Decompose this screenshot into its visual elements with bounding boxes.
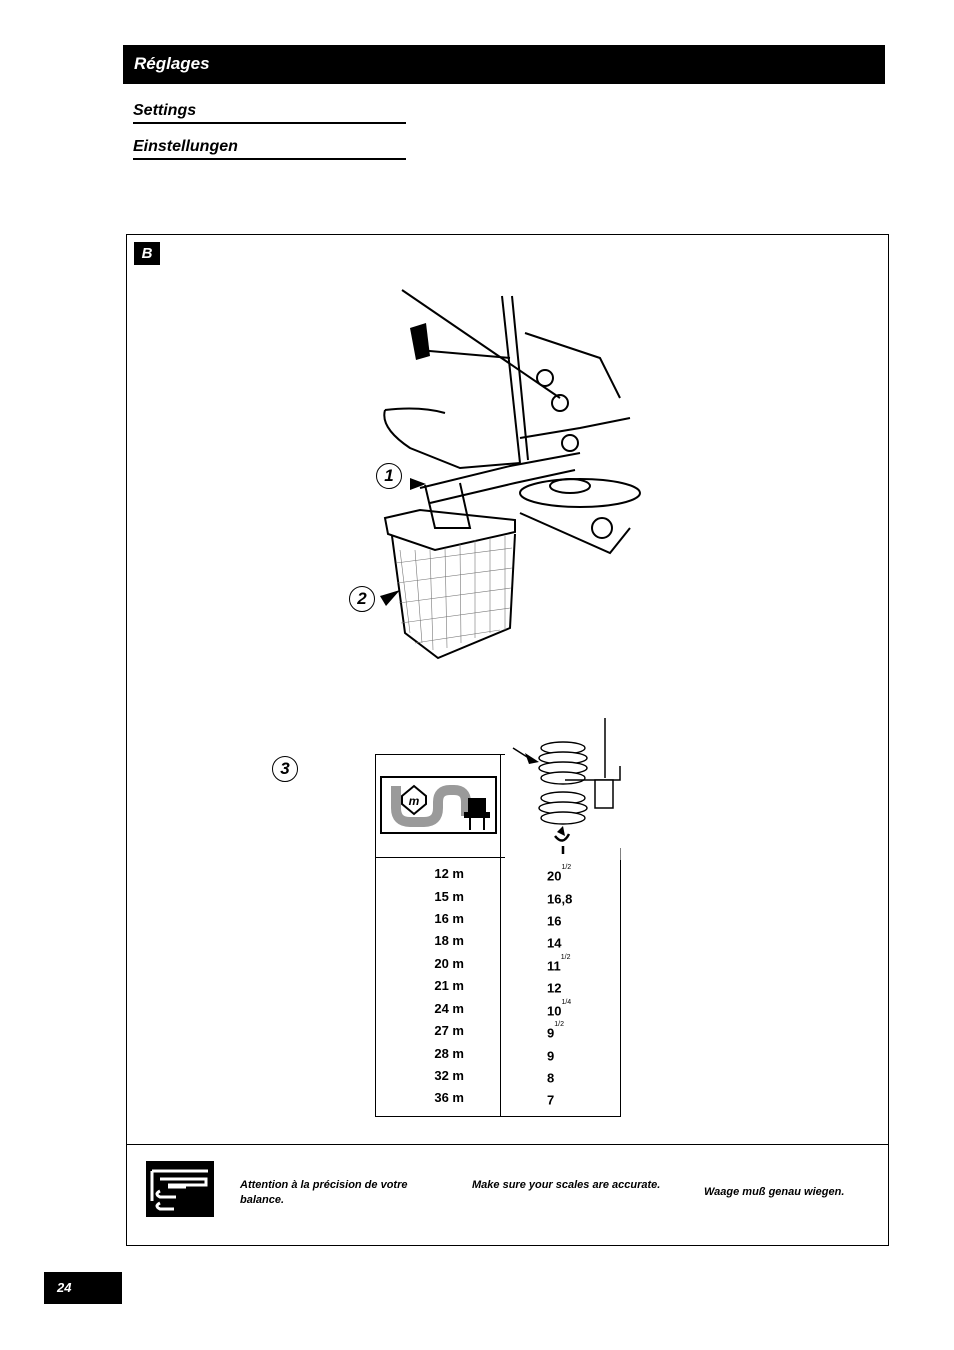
page-number-badge: 24 [44, 1272, 122, 1304]
callout-3: 3 [272, 756, 298, 782]
figure-frame [126, 234, 889, 1246]
section-badge: B [134, 242, 160, 265]
table-row-setting: 12 [547, 980, 562, 996]
table-row-setting: 7 [547, 1092, 555, 1108]
table-row-width: 32 m [434, 1068, 464, 1083]
subtitle-german: Einstellungen [133, 137, 406, 160]
adjustment-setting-icon [505, 718, 621, 860]
spreader-bucket-illustration [380, 289, 641, 660]
table-row-setting: 8 [547, 1070, 555, 1086]
table-row-width: 18 m [434, 933, 464, 948]
table-row-setting: 111/2 [547, 954, 571, 974]
table-row-width: 20 m [434, 956, 464, 971]
table-row-setting: 14 [547, 935, 562, 951]
note-german: Waage muß genau wiegen. [704, 1186, 845, 1198]
note-french: Attention à la précision de votre balanc… [240, 1179, 408, 1206]
table-row-width: 36 m [434, 1090, 464, 1105]
table-row-width: 15 m [434, 889, 464, 904]
section-title: Réglages [134, 54, 210, 73]
table-row-setting: 201/2 [547, 864, 572, 884]
table-row-width: 16 m [434, 911, 464, 926]
table-row-width: 28 m [434, 1046, 464, 1061]
subtitle-english: Settings [133, 101, 406, 124]
table-row-width: 21 m [434, 978, 464, 993]
table-row-setting: 16 [547, 913, 562, 929]
note-english: Make sure your scales are accurate. [472, 1179, 661, 1191]
settings-table [375, 754, 621, 1117]
icon-label-m: m [409, 794, 420, 808]
table-row-width: 24 m [434, 1001, 464, 1016]
table-row-setting: 91/2 [547, 1021, 564, 1041]
section-header: Réglages [123, 45, 885, 84]
callout-2: 2 [349, 586, 375, 612]
table-row-width: 27 m [434, 1023, 464, 1038]
table-row-setting: 9 [547, 1048, 555, 1064]
pointing-hand-icon [146, 1161, 214, 1217]
table-divider-horizontal [375, 857, 621, 858]
page-number: 24 [57, 1280, 72, 1295]
table-divider-vertical [500, 754, 501, 1117]
callout-1: 1 [376, 463, 402, 489]
footer-divider [127, 1144, 889, 1145]
table-row-width: 12 m [434, 866, 464, 881]
table-row-setting: 16,8 [547, 891, 573, 907]
table-row-setting: 101/4 [547, 999, 572, 1019]
working-width-icon: m [380, 776, 497, 834]
